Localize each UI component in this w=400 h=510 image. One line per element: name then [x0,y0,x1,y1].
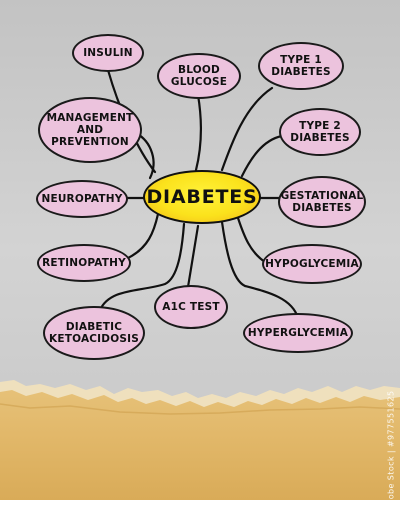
node-hypoglycemia: HYPOGLYCEMIA [262,244,362,284]
connector-blood-glucose [194,93,202,172]
watermark-text: Adobe Stock | #977551625 [386,390,396,510]
connector-type2 [240,134,284,178]
node-type1-diabetes: TYPE 1 DIABETES [258,42,344,90]
node-neuropathy: NEUROPATHY [36,180,128,218]
node-management-and-prevention: MANAGEMENT AND PREVENTION [38,97,142,163]
connector-lines [98,68,300,320]
connector-retinopathy [126,212,160,260]
node-retinopathy: RETINOPATHY [37,244,131,282]
connector-hyperglycemia [220,220,300,320]
node-hyperglycemia: HYPERGLYCEMIA [243,313,353,353]
node-insulin: INSULIN [72,34,144,72]
connector-hypoglycemia [236,216,267,264]
tan-paper [0,390,400,500]
connector-a1c [186,224,200,289]
node-gestational-diabetes: GESTATIONAL DIABETES [278,176,366,228]
connector-ketoacidosis [98,222,186,312]
node-type2-diabetes: TYPE 2 DIABETES [279,108,361,156]
paper-fiber-shade [0,403,400,415]
stock-watermark: Adobe Stock | #977551625 [384,390,398,510]
connector-type1 [220,86,274,172]
node-blood-glucose: BLOOD GLUCOSE [157,53,241,99]
node-a1c-test: A1C TEST [154,285,228,329]
center-node-diabetes: DIABETES [143,170,261,224]
node-diabetic-ketoacidosis: DIABETIC KETOACIDOSIS [43,306,145,360]
